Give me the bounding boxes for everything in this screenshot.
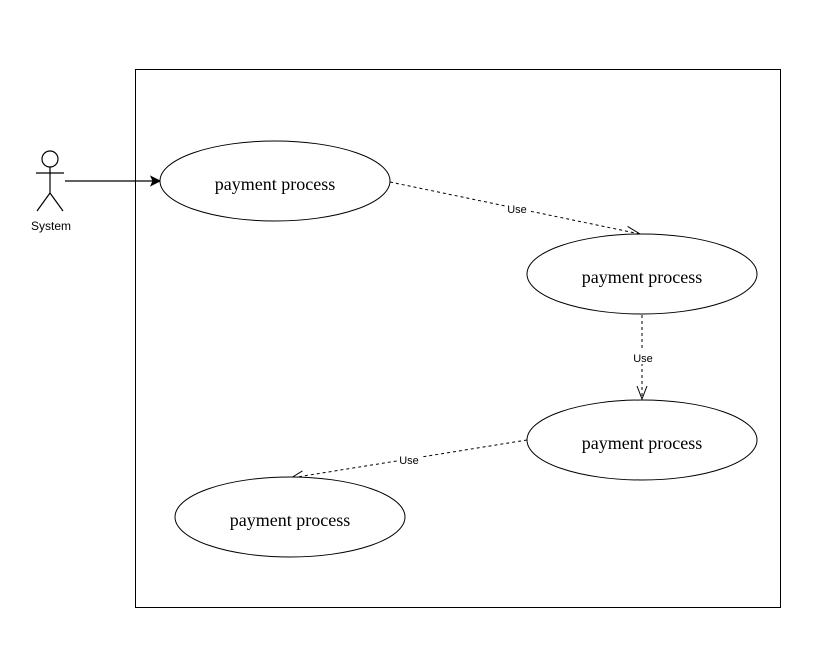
edge-label: Use: [633, 353, 653, 365]
open-arrowhead-icon: [636, 385, 648, 401]
actor-label: System: [31, 219, 71, 233]
edge-label-bg: [397, 454, 421, 466]
use-case-3[interactable]: payment process: [526, 399, 758, 481]
use-case-ellipse: [174, 476, 406, 558]
stick-figure-icon: [36, 150, 64, 212]
use-case-ellipse: [526, 399, 758, 481]
edge-label: Use: [399, 455, 419, 467]
association-edge: [65, 175, 162, 187]
edge-label: Use: [507, 204, 527, 216]
arrowhead-icon: [149, 175, 162, 187]
use-case-1[interactable]: payment process: [159, 140, 391, 222]
use-case-ellipse: [159, 140, 391, 222]
use-relation-2: Use: [630, 315, 656, 401]
use-relation-3: Use: [289, 439, 528, 482]
actor-system[interactable]: System: [31, 150, 71, 233]
use-case-label: payment process: [582, 267, 702, 287]
use-case-ellipse: [526, 233, 758, 315]
use-case-4[interactable]: payment process: [174, 476, 406, 558]
edge-label-bg: [505, 203, 529, 215]
edge-label-bg: [630, 351, 656, 364]
use-case-label: payment process: [582, 433, 702, 453]
use-case-label: payment process: [230, 510, 350, 530]
use-case-label: payment process: [215, 174, 335, 194]
use-case-2[interactable]: payment process: [526, 233, 758, 315]
